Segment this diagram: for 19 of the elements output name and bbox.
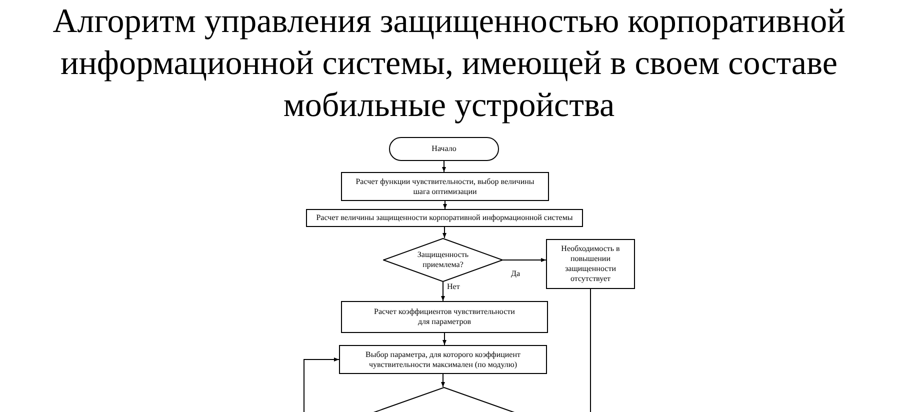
arrow (442, 332, 446, 346)
process-box: Расчет величины защищенности корпоративной информационной системы (306, 209, 583, 227)
process-box: Выбор параметра, для которого коэффициент чувствительности максимален (по модулю) (339, 345, 547, 374)
arrow (441, 374, 445, 388)
connector-line (590, 288, 591, 412)
process-box: Расчет коэффициентов чувствительности для параметров (341, 301, 548, 333)
arrow (442, 226, 446, 238)
process-box: Необходимость в повышении защищенности отсутствует (546, 239, 635, 289)
decision-diamond: Защищенность приемлема? (383, 238, 503, 282)
diagram-title: Алгоритм управления защищенностью корпоративной информационной системы, имеющей в своем составе мобильные устройства (52, 2, 846, 126)
start-terminal: Начало (389, 137, 499, 161)
arrow (441, 282, 445, 302)
edge-label: Да (510, 269, 522, 279)
arrow (443, 200, 447, 210)
edge-label: Нет (446, 282, 461, 292)
arrow (502, 258, 546, 262)
process-box: Расчет функции чувствительности, выбор величины шага оптимизации (341, 172, 549, 201)
arrow (442, 160, 446, 172)
arrow (304, 358, 340, 412)
